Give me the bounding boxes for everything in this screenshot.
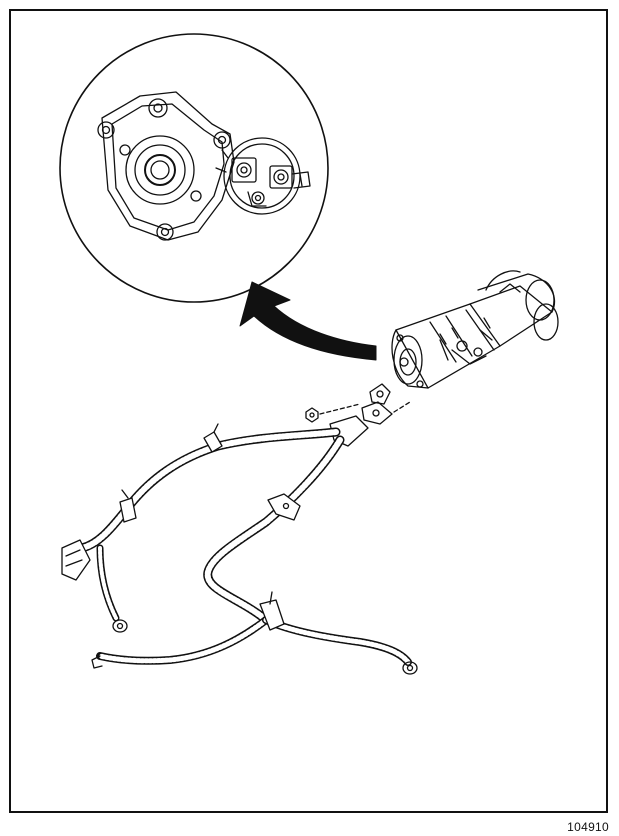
curved-arrow <box>239 281 377 361</box>
figure-reference-number: 104910 <box>567 820 609 834</box>
wiring-harness <box>61 383 418 675</box>
starter-motor <box>391 270 559 389</box>
starter-terminal-detail <box>59 33 329 303</box>
